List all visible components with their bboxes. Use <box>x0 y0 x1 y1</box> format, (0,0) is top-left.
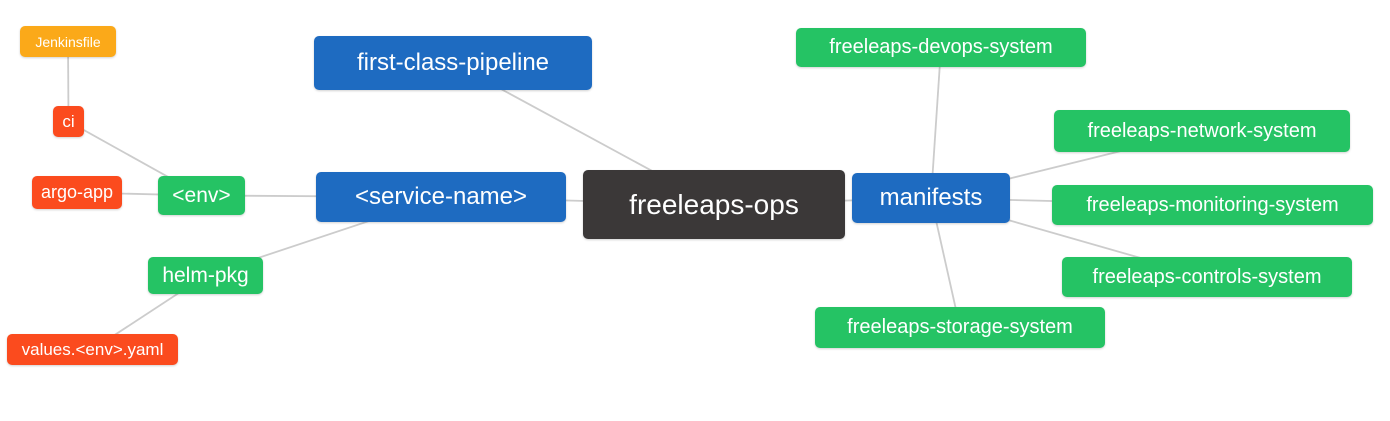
node-label: <env> <box>172 183 231 207</box>
node-freeleaps-controls-system[interactable]: freeleaps-controls-system <box>1062 257 1352 297</box>
node-freeleaps-storage-system[interactable]: freeleaps-storage-system <box>815 307 1105 348</box>
node-label: Jenkinsfile <box>35 33 101 50</box>
node-label: helm-pkg <box>162 263 249 287</box>
node-label: freeleaps-monitoring-system <box>1086 193 1339 216</box>
node-label: <service-name> <box>354 183 528 210</box>
node-label: values.<env>.yaml <box>21 339 164 359</box>
node-label: ci <box>62 111 75 131</box>
node-label: freeleaps-controls-system <box>1092 265 1322 288</box>
node-argo-app[interactable]: argo-app <box>32 176 122 209</box>
node-service-name[interactable]: <service-name> <box>316 172 566 222</box>
node-values-env-yaml[interactable]: values.<env>.yaml <box>7 334 178 365</box>
node-label: manifests <box>879 184 983 211</box>
node-label: argo-app <box>40 182 114 202</box>
node-freeleaps-network-system[interactable]: freeleaps-network-system <box>1054 110 1350 152</box>
node-label: freeleaps-storage-system <box>847 316 1073 338</box>
node-label: freeleaps-ops <box>629 188 799 220</box>
node-helm-pkg[interactable]: helm-pkg <box>148 257 263 294</box>
node-manifests[interactable]: manifests <box>852 173 1010 223</box>
node-freeleaps-monitoring-system[interactable]: freeleaps-monitoring-system <box>1052 185 1373 225</box>
node-freeleaps-devops-system[interactable]: freeleaps-devops-system <box>796 28 1086 67</box>
node-first-class-pipeline[interactable]: first-class-pipeline <box>314 36 592 90</box>
node-freeleaps-ops[interactable]: freeleaps-ops <box>583 170 845 239</box>
node-jenkinsfile[interactable]: Jenkinsfile <box>20 26 116 57</box>
node-label: freeleaps-devops-system <box>829 36 1053 58</box>
node-label: freeleaps-network-system <box>1087 119 1317 142</box>
edge-manifests-to-freeleaps-devops-system <box>930 47 942 199</box>
node-label: first-class-pipeline <box>356 49 550 76</box>
node-env[interactable]: <env> <box>158 176 245 215</box>
node-ci[interactable]: ci <box>53 106 84 137</box>
